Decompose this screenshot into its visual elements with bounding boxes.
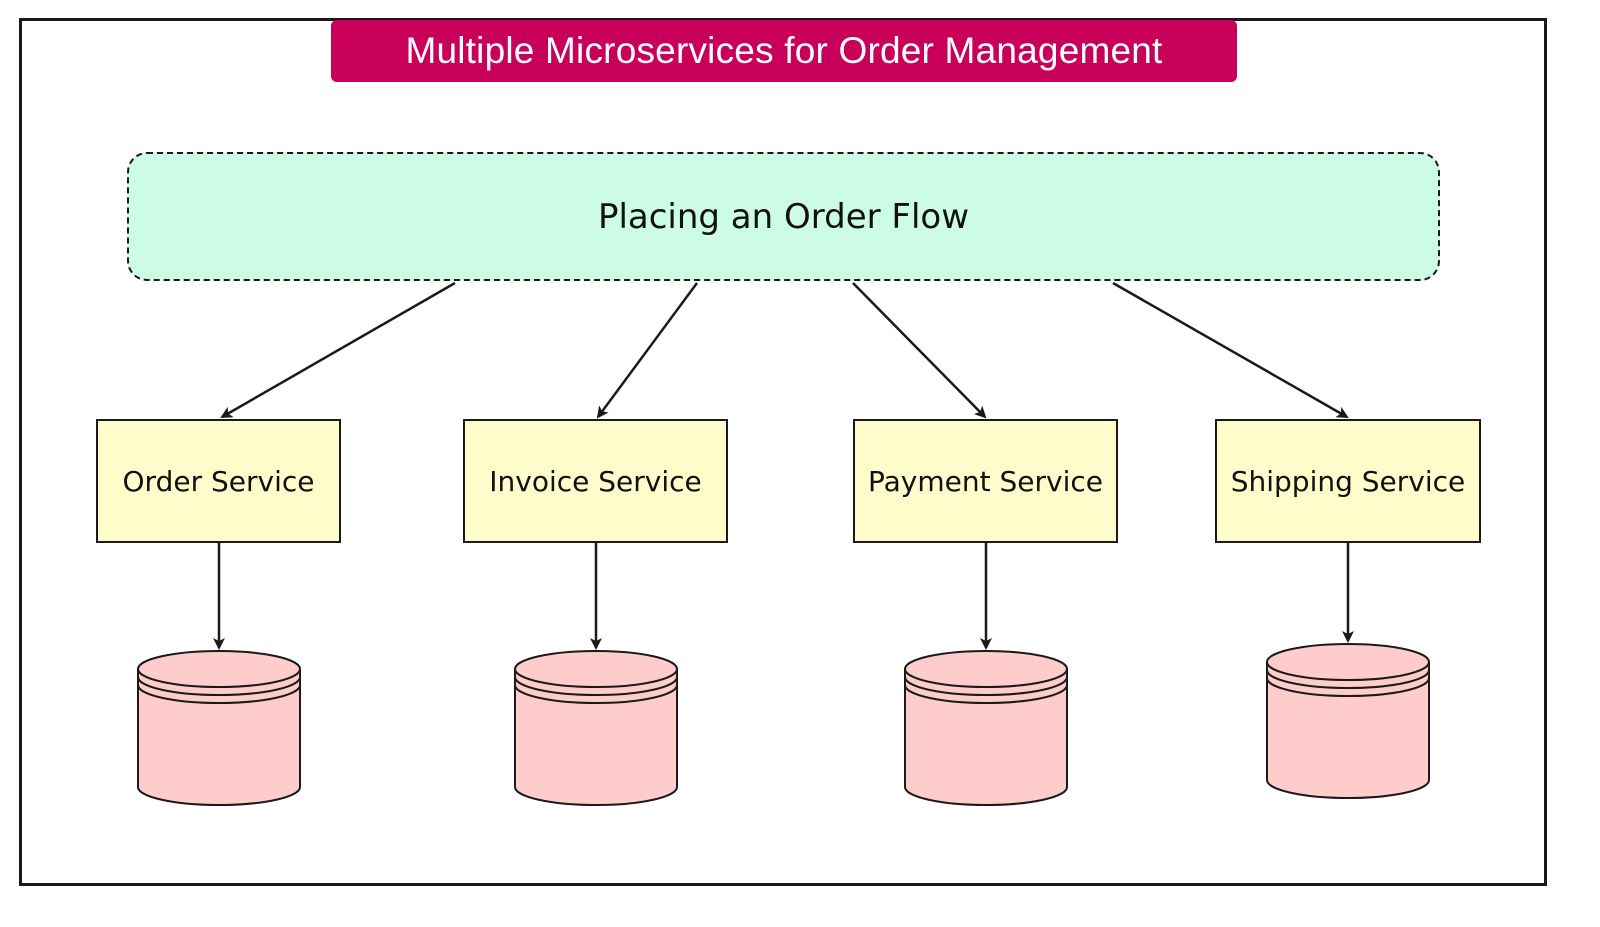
- order-service-box: Order Service: [96, 419, 341, 543]
- shipping-service-box: Shipping Service: [1215, 419, 1481, 543]
- flow-to-shipping-arrow: [1112, 281, 1349, 419]
- invoice-service-label: Invoice Service: [489, 464, 702, 498]
- flow-to-invoice-arrow: [596, 282, 699, 419]
- order-service-label: Order Service: [122, 464, 315, 498]
- invoice-database-icon: [514, 650, 678, 806]
- payment-database-icon: [904, 650, 1068, 806]
- diagram-title: Multiple Microservices for Order Managem…: [405, 30, 1163, 71]
- flow-to-order-arrow: [220, 281, 456, 419]
- order-flow-box: Placing an Order Flow: [127, 152, 1440, 281]
- shipping-database-icon: [1266, 643, 1430, 799]
- order-database-icon: [137, 650, 301, 806]
- shipping-service-label: Shipping Service: [1230, 464, 1466, 498]
- flow-to-payment-arrow: [852, 282, 987, 419]
- title-banner: Multiple Microservices for Order Managem…: [331, 20, 1237, 82]
- diagram-frame: [19, 18, 1547, 886]
- payment-service-box: Payment Service: [853, 419, 1118, 543]
- order-flow-label: Placing an Order Flow: [597, 196, 970, 237]
- invoice-service-box: Invoice Service: [463, 419, 728, 543]
- payment-service-label: Payment Service: [868, 464, 1103, 498]
